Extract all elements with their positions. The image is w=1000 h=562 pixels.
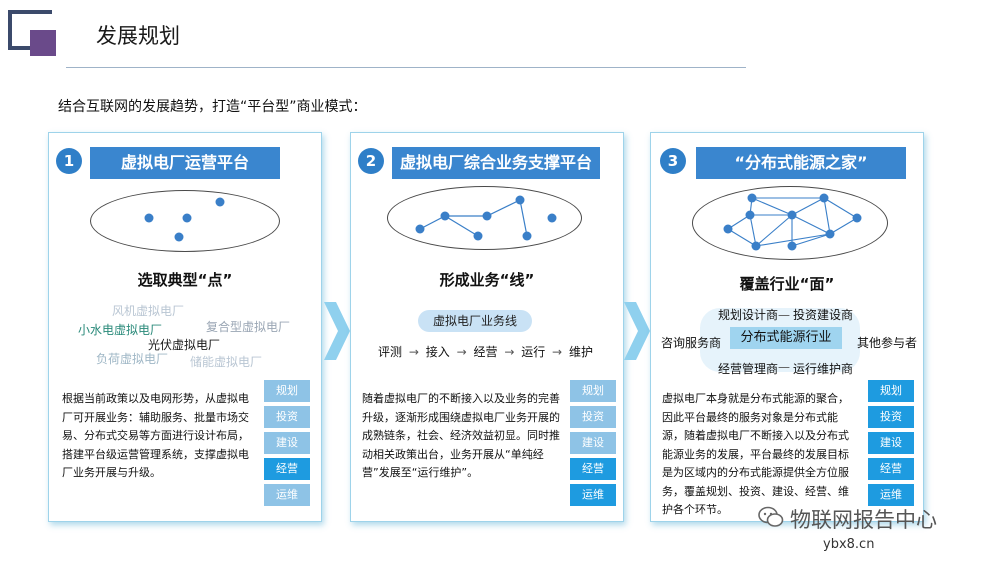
node-dot bbox=[852, 213, 862, 223]
card-2-description: 随着虚拟电厂的不断接入以及业务的完善升级，逐渐形成围绕虚拟电厂业务开展的成熟链条… bbox=[362, 392, 560, 479]
node-dot bbox=[787, 210, 797, 220]
card-1-description: 根据当前政策以及电网形势，从虚拟电厂可开展业务：辅助服务、批量市场交易、分布式交… bbox=[62, 392, 249, 479]
node-dot bbox=[723, 224, 733, 234]
card-2-stage-build: 建设 bbox=[570, 432, 616, 454]
card-2-stage-operate: 经营 bbox=[570, 458, 616, 480]
flow-arrow-icon: → bbox=[504, 345, 515, 359]
card-3-stage-invest: 投资 bbox=[868, 406, 914, 428]
word-load-vpp: 负荷虚拟电厂 bbox=[96, 352, 169, 366]
eco-dash: — bbox=[778, 308, 790, 322]
eco-planning-designer: 规划设计商 bbox=[718, 308, 779, 322]
node-dot bbox=[473, 231, 483, 241]
page-title: 发展规划 bbox=[96, 24, 180, 48]
logo-frame bbox=[8, 10, 52, 50]
eco-investment-builder: 投资建设商 bbox=[793, 308, 854, 322]
card-1-stage-maintain: 运维 bbox=[264, 484, 310, 506]
card-2-stage-plan: 规划 bbox=[570, 380, 616, 402]
intro-text: 结合互联网的发展趋势，打造“平台型”商业模式： bbox=[58, 99, 367, 115]
word-wind-vpp: 风机虚拟电厂 bbox=[112, 304, 185, 318]
node-dot bbox=[751, 241, 761, 251]
node-dot bbox=[819, 193, 829, 203]
network-ellipse bbox=[692, 186, 888, 260]
node-dot bbox=[182, 213, 192, 223]
flow-step-access: 接入 bbox=[425, 345, 450, 359]
word-pv-vpp: 光伏虚拟电厂 bbox=[148, 338, 221, 352]
network-diagram bbox=[723, 193, 862, 251]
flow-step-maintain: 维护 bbox=[568, 345, 593, 359]
title-divider bbox=[66, 67, 746, 68]
node-dot bbox=[515, 195, 525, 205]
card-2-stage-invest: 投资 bbox=[570, 406, 616, 428]
eco-operation-manager: 经营管理商 bbox=[718, 362, 779, 376]
node-dot bbox=[547, 213, 557, 223]
node-dot bbox=[440, 211, 450, 221]
node-dot bbox=[215, 197, 225, 207]
flow-step-operate: 经营 bbox=[473, 345, 498, 359]
lines-ellipse bbox=[387, 186, 582, 250]
flow-step-run: 运行 bbox=[521, 345, 546, 359]
business-line-pill: 虚拟电厂业务线 bbox=[418, 310, 532, 332]
card-3-stage-maintain: 运维 bbox=[868, 484, 914, 506]
node-dot bbox=[787, 241, 797, 251]
card-1-stage-invest: 投资 bbox=[264, 406, 310, 428]
card-2-banner: 虚拟电厂综合业务支撑平台 bbox=[392, 147, 600, 179]
node-dot bbox=[174, 232, 184, 242]
card-1-stage-build: 建设 bbox=[264, 432, 310, 454]
chevron-right-icon bbox=[324, 302, 350, 360]
eco-center-industry: 分布式能源行业 bbox=[730, 327, 842, 349]
flow-arrow-icon: → bbox=[552, 345, 563, 359]
flow-step-evaluate: 评测 bbox=[378, 345, 403, 359]
node-dot bbox=[745, 210, 755, 220]
node-dot bbox=[415, 224, 425, 234]
node-dot bbox=[825, 229, 835, 239]
eco-maintenance-provider: 运行维护商 bbox=[793, 362, 854, 376]
card-1-stage-plan: 规划 bbox=[264, 380, 310, 402]
eco-other-participants: 其他参与者 bbox=[857, 336, 918, 350]
card-1-banner: 虚拟电厂运营平台 bbox=[90, 147, 280, 179]
node-dot bbox=[144, 213, 154, 223]
wechat-icon bbox=[758, 506, 784, 527]
card-3-banner: “分布式能源之家” bbox=[696, 147, 906, 179]
card-2-stage-maintain: 运维 bbox=[570, 484, 616, 506]
logo-square bbox=[30, 30, 56, 56]
node-dot bbox=[482, 211, 492, 221]
points-ellipse bbox=[90, 190, 280, 252]
brand-watermark: 物联网报告中心 bbox=[790, 508, 937, 532]
card-3-stage-operate: 经营 bbox=[868, 458, 914, 480]
points-diagram bbox=[144, 197, 225, 242]
card-3-subhead: 覆盖行业“面” bbox=[739, 275, 835, 293]
node-dot bbox=[747, 193, 757, 203]
card-1-subhead: 选取典型“点” bbox=[137, 271, 233, 289]
site-watermark: ybx8.cn bbox=[823, 537, 875, 552]
lines-diagram bbox=[415, 195, 557, 241]
card-1-stage-operate: 经营 bbox=[264, 458, 310, 480]
word-storage-vpp: 储能虚拟电厂 bbox=[190, 355, 263, 369]
word-hybrid-vpp: 复合型虚拟电厂 bbox=[206, 320, 291, 334]
eco-dash: — bbox=[778, 360, 790, 374]
card-2-number: 2 bbox=[358, 148, 384, 174]
node-dot bbox=[522, 231, 532, 241]
word-hydro-vpp: 小水电虚拟电厂 bbox=[78, 323, 163, 337]
chevron-right-icon bbox=[624, 302, 650, 360]
card-2-subhead: 形成业务“线” bbox=[439, 271, 535, 289]
flow-chain: 评测 → 接入 → 经营 → 运行 → 维护 bbox=[378, 343, 593, 360]
card-3-stage-plan: 规划 bbox=[868, 380, 914, 402]
flow-arrow-icon: → bbox=[408, 345, 419, 359]
card-3-number: 3 bbox=[660, 148, 686, 174]
card-3-stage-build: 建设 bbox=[868, 432, 914, 454]
card-1-number: 1 bbox=[56, 148, 82, 174]
card-3-description: 虚拟电厂本身就是分布式能源的聚合，因此平台最终的服务对象是分布式能源，随着虚拟电… bbox=[662, 392, 849, 516]
eco-consulting-provider: 咨询服务商 bbox=[661, 336, 722, 350]
flow-arrow-icon: → bbox=[456, 345, 467, 359]
